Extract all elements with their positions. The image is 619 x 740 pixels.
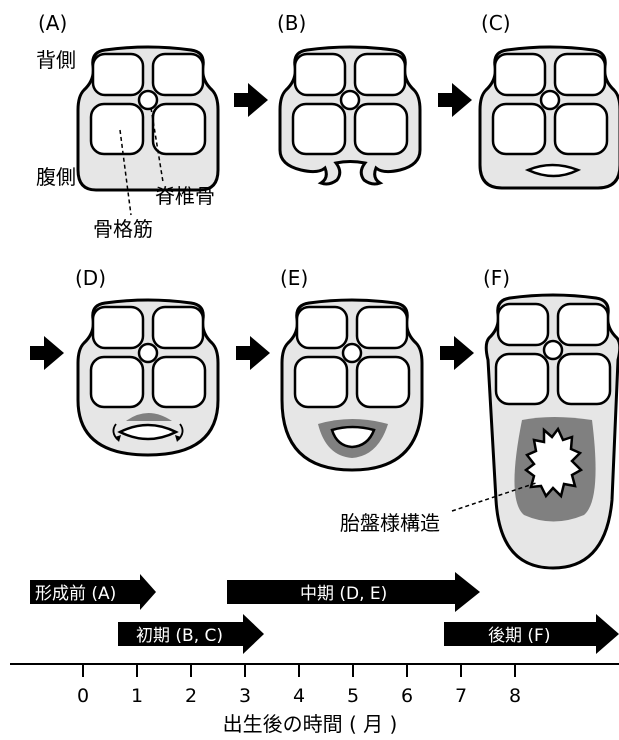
panel-label-b: (B): [277, 11, 306, 35]
time-axis-label: 出生後の時間 ( 月 ): [223, 712, 398, 736]
axis-tick-label: 6: [401, 685, 413, 707]
svg-text:形成前 (A): 形成前 (A): [35, 584, 116, 604]
panel-label-f: (F): [483, 266, 510, 290]
stage-arrow-mid: 中期 (D, E): [227, 572, 480, 612]
panel-label-a: (A): [38, 11, 67, 35]
svg-text:初期 (B, C): 初期 (B, C): [136, 626, 223, 646]
axis-tick-label: 5: [347, 685, 359, 707]
panel-label-d: (D): [75, 266, 106, 290]
axis-tick-label: 2: [185, 685, 197, 707]
stage-arrow-early: 初期 (B, C): [118, 614, 264, 654]
arrow-right-icon: [30, 336, 64, 370]
arrow-right-icon: [236, 336, 270, 370]
skeletal-muscle-label: 骨格筋: [93, 217, 153, 241]
axis-tick-label: 7: [455, 685, 467, 707]
placenta-like-label: 胎盤様構造: [340, 511, 440, 535]
stage-arrow-late: 後期 (F): [444, 614, 619, 654]
stage-arrow-pre: 形成前 (A): [30, 574, 156, 610]
axis-tick-label: 4: [293, 685, 305, 707]
cross-section-c: [480, 47, 619, 188]
arrow-right-icon: [234, 83, 268, 117]
cross-section-d: [78, 300, 218, 455]
axis-tick-label: 1: [131, 685, 143, 707]
arrow-right-icon: [438, 83, 472, 117]
axis-tick-label: 0: [77, 685, 89, 707]
svg-text:後期 (F): 後期 (F): [488, 626, 550, 646]
axis-tick-label: 3: [239, 685, 251, 707]
dorsal-label: 背側: [36, 48, 76, 72]
arrow-right-icon: [440, 336, 474, 370]
cross-section-b: [280, 47, 420, 184]
panel-label-e: (E): [280, 266, 308, 290]
svg-text:中期 (D, E): 中期 (D, E): [300, 584, 387, 604]
time-axis-ticks: 0 1 2 3 4 5 6 7 8: [77, 664, 521, 707]
ventral-label: 腹側: [36, 165, 76, 189]
cross-section-e: [282, 300, 422, 470]
axis-tick-label: 8: [509, 685, 521, 707]
panel-label-c: (C): [481, 11, 511, 35]
vertebra-label: 脊椎骨: [155, 184, 215, 208]
cross-section-f: [452, 295, 619, 568]
